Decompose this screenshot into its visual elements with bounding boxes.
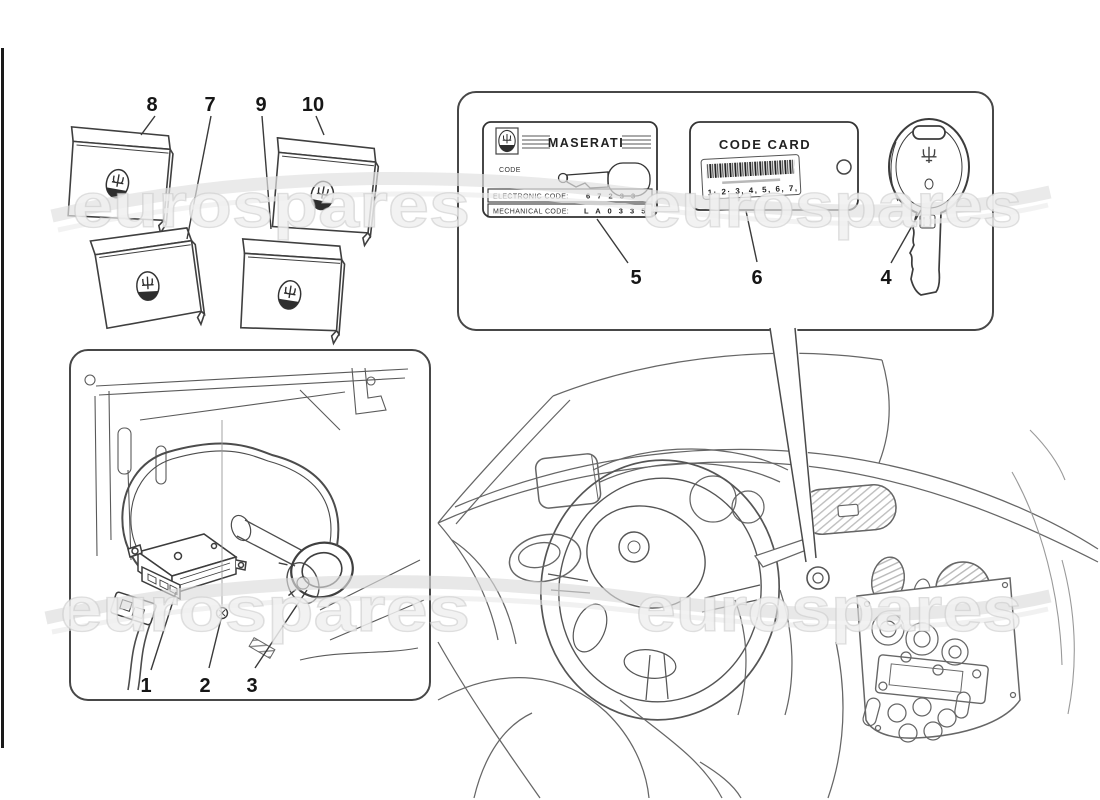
door-handle [508, 533, 582, 583]
codes-panel: MASERATI CODE ELECTRONIC CODE: 6 7 2 3 3… [457, 91, 994, 331]
door-panel-right [1011, 429, 1075, 715]
code-booklets-group: 8 7 9 10 [56, 94, 387, 344]
callout-3[interactable]: 3 [246, 675, 257, 697]
mechanical-code-label: MECHANICAL CODE: [493, 209, 569, 216]
installation-panel: 1 2 3 [69, 349, 431, 701]
ignition-switch [806, 566, 830, 590]
barcode-label: 1· 2· 3, 4, 5, 6, 7, [700, 154, 802, 200]
card-title-rules [522, 135, 651, 149]
watermark-text: eurospares [72, 171, 470, 241]
fixing-screw [215, 606, 229, 620]
ignition-key-drawing [888, 118, 970, 296]
code-card: CODE CARD 1· 2· 3, 4, 5, 6, 7, [689, 121, 859, 211]
callout-1[interactable]: 1 [140, 675, 151, 697]
callout-9[interactable]: 9 [255, 94, 266, 116]
antenna-cable [121, 442, 340, 691]
watermark-band-top: eurospares eurospares [50, 170, 1052, 242]
barcode-icon [706, 159, 795, 179]
key-blade [908, 211, 942, 296]
watermark-text: eurospares [60, 575, 470, 645]
callout-2[interactable]: 2 [199, 675, 210, 697]
watermark-text: eurospares [642, 171, 1022, 241]
code-card-title: CODE CARD [719, 137, 811, 152]
card-code-label: CODE [499, 167, 521, 174]
immobiliser-ecu [127, 533, 247, 601]
small-bracket [248, 636, 276, 660]
radio-unit [874, 654, 989, 705]
card-brand: MASERATI [548, 136, 624, 150]
callout-10[interactable]: 10 [302, 94, 324, 116]
panel-to-ignition-leader [769, 326, 830, 590]
booklet-9-drawing [229, 231, 353, 344]
callout-6[interactable]: 6 [751, 267, 762, 289]
booklet-leader-lines [140, 115, 325, 240]
watermark-swoosh [50, 171, 1052, 223]
watermark-swoosh [44, 575, 1052, 625]
mechanical-code-value: L A 0 3 3 5 0 [584, 207, 659, 216]
callout-5[interactable]: 5 [630, 267, 641, 289]
code-card-hole [836, 159, 852, 175]
watermark-text: eurospares [636, 575, 1022, 645]
callout-8[interactable]: 8 [146, 94, 157, 116]
watermark-band-bottom: eurospares eurospares [44, 574, 1052, 646]
callout-7[interactable]: 7 [204, 94, 215, 116]
callout-4[interactable]: 4 [880, 267, 892, 289]
booklet-7-drawing [90, 227, 205, 330]
car-interior-drawing [437, 352, 1099, 799]
